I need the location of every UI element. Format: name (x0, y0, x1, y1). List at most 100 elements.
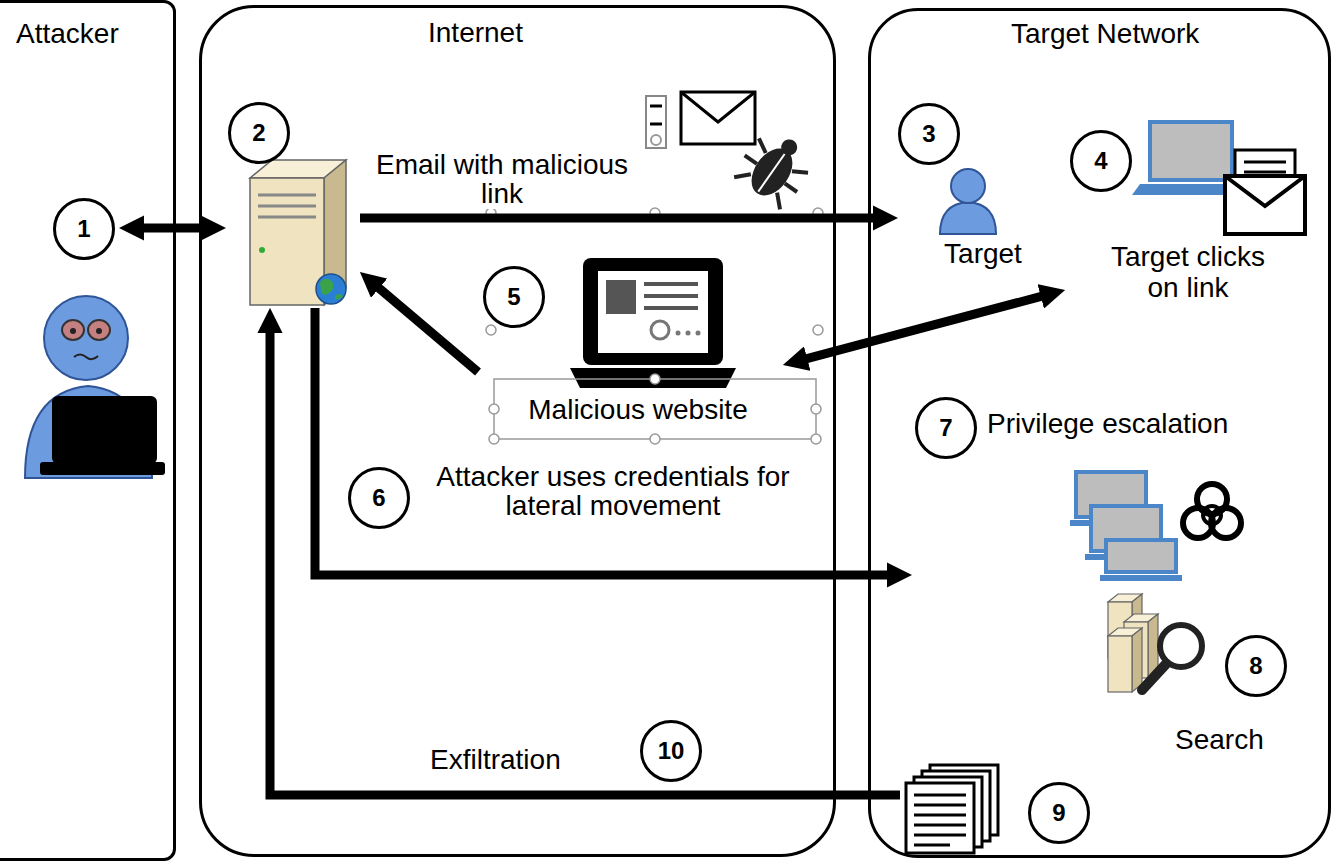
zone-heading: Internet (428, 18, 523, 49)
target-laptop-icon (1132, 122, 1305, 234)
magnifier-icon (1142, 664, 1166, 690)
web-server-icon (259, 247, 265, 253)
target-person-icon (940, 202, 996, 234)
malicious-laptop-icon (696, 331, 701, 336)
attacker-figure (70, 328, 76, 334)
arrow-connector (315, 308, 897, 575)
documents-icon (914, 794, 966, 797)
malicious-laptop-icon (651, 321, 669, 339)
attacker-figure (62, 320, 84, 340)
attacker-figure (40, 462, 165, 475)
web-server-icon (258, 205, 316, 208)
web-server-icon (316, 274, 346, 304)
servers-icon (1108, 636, 1132, 692)
callout-number: 4 (1070, 130, 1132, 192)
documents-group: 9 (900, 762, 1095, 857)
documents-icon (906, 765, 998, 853)
servers-icon (1132, 628, 1142, 692)
malicious-laptop-icon (570, 258, 736, 388)
selection-handles (486, 325, 496, 335)
documents-icon (914, 824, 966, 827)
selection-handles (489, 404, 499, 414)
target-laptop-icon (1244, 161, 1286, 164)
attacker-figure (96, 328, 102, 334)
computers-icon (1106, 540, 1176, 572)
attacker-figure (52, 396, 157, 464)
search-group: 8Search (1100, 590, 1300, 765)
email-bug-icon (651, 135, 661, 145)
malicious-laptop-icon (606, 280, 636, 314)
callout-number: 10 (640, 720, 702, 782)
node-label: Malicious website (513, 395, 763, 426)
email-bug-icon (731, 123, 820, 212)
target-person-icon (951, 169, 985, 203)
selection-handles (486, 208, 823, 444)
malicious-laptop-icon (676, 331, 681, 336)
target-group: 3Target (898, 100, 1042, 275)
target-laptop-icon (1244, 171, 1286, 174)
click-group: 4Target clicks on link (1065, 120, 1327, 325)
web-server-icon (250, 160, 346, 305)
malicious-laptop-icon (644, 294, 698, 298)
callout-number: 1 (53, 198, 115, 260)
malicious-laptop-icon (570, 368, 736, 388)
selection-handles (811, 434, 821, 444)
zone-box: Target Network3Target4Target clicks on l… (868, 8, 1331, 858)
web-server-icon (250, 178, 324, 305)
target-laptop-icon (1150, 122, 1232, 180)
callout-number: 9 (1028, 782, 1090, 844)
email-bug-icon (731, 137, 810, 211)
selection-handles (489, 434, 499, 444)
attacker-figure (88, 320, 110, 340)
email-bug-icon (681, 92, 755, 122)
selection-handles (813, 325, 823, 335)
selection-handles (811, 404, 821, 414)
attacker-group: 1 (50, 195, 119, 264)
email-bug-icon (681, 92, 755, 144)
edge-label: Exfiltration (430, 745, 561, 774)
email-bug-icon (758, 154, 784, 192)
website-group: 5Malicious website (478, 258, 783, 430)
magnifier-icon (1160, 625, 1202, 667)
documents-icon (906, 783, 974, 853)
selection-handles (494, 379, 816, 439)
callout-number: 5 (483, 266, 545, 328)
attacker-figure (74, 355, 98, 360)
callout-number: 8 (1225, 635, 1287, 697)
documents-icon (914, 834, 966, 837)
web-server-icon (320, 279, 343, 299)
selection-handles (650, 374, 660, 384)
node-label: Search (1175, 725, 1264, 756)
target-person-icon (940, 169, 996, 234)
malicious-laptop-icon (597, 270, 709, 354)
malicious-laptop-icon (644, 282, 698, 286)
arrow-connector (371, 282, 478, 372)
target-laptop-icon (1225, 176, 1305, 234)
node-label: Privilege escalation (987, 409, 1228, 440)
callout-number: 3 (898, 103, 960, 165)
selection-handles (650, 434, 660, 444)
malicious-laptop-icon (686, 331, 691, 336)
node-label: Target (928, 239, 1038, 270)
edge-label: Attacker uses credentials for lateral mo… (427, 462, 799, 521)
callout-number: 7 (915, 397, 977, 459)
zone-heading: Attacker (16, 19, 119, 50)
email-bug-icon (650, 105, 662, 108)
target-laptop-icon (1225, 176, 1305, 206)
arrow-connector (270, 323, 900, 795)
escalation-group: 7 Privilege escalation (912, 395, 1327, 590)
malicious-laptop-icon (583, 258, 723, 365)
documents-icon (914, 844, 950, 847)
server-group: 2 (226, 100, 360, 308)
arrow-connector (360, 214, 883, 223)
malicious-laptop-icon (644, 306, 698, 310)
email-bug-icon (650, 123, 662, 126)
email-bug-icon (646, 96, 666, 148)
documents-icon (914, 804, 966, 807)
email-bug-icon (778, 136, 800, 158)
edge-label: Email with malicious link (372, 150, 632, 209)
zone-box: Attacker 1 (0, 0, 176, 861)
web-server-icon (258, 216, 316, 219)
biohazard-symbol (1203, 506, 1221, 524)
